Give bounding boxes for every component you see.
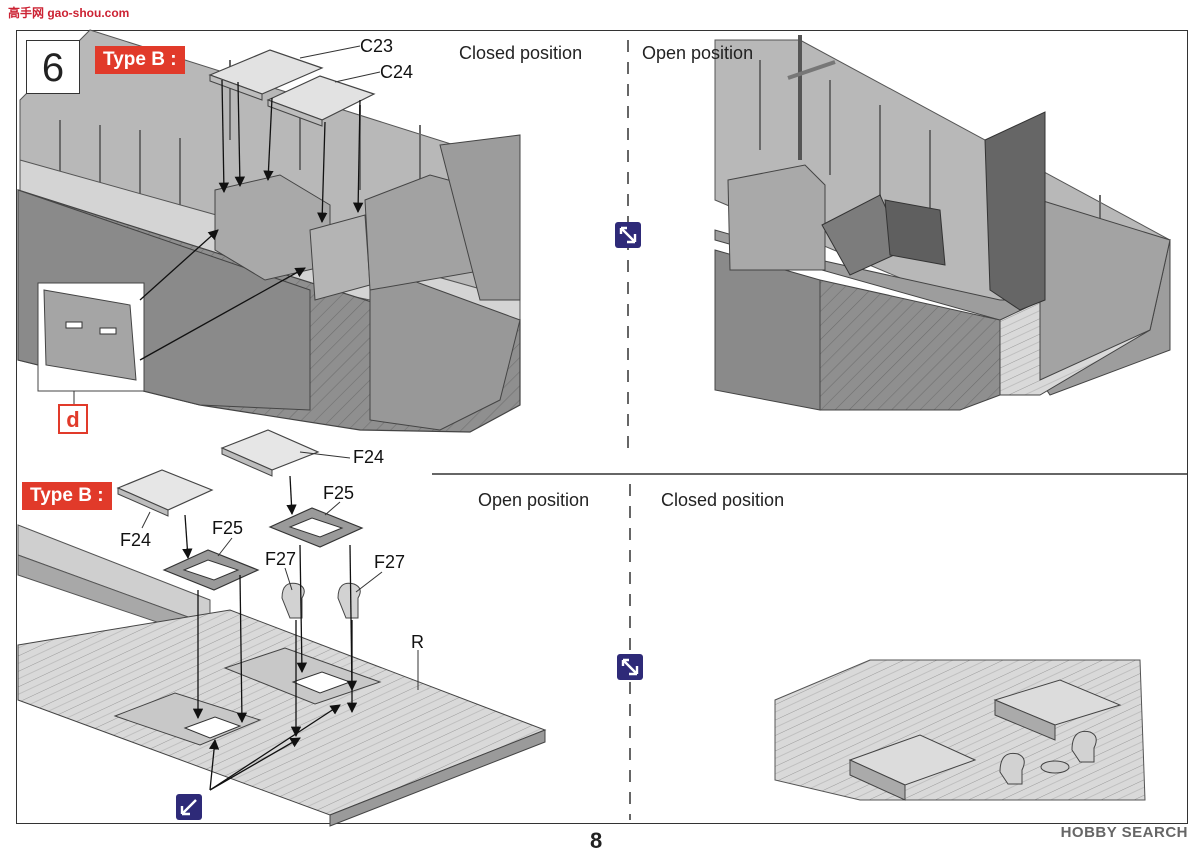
- assembly-arrows-lower: [182, 475, 358, 791]
- upper-right-state-label: Open position: [642, 43, 754, 63]
- part-f24-right: [220, 429, 320, 477]
- page-number: 8: [590, 828, 603, 853]
- deck-lower-right: [774, 659, 1146, 801]
- underside-arrow-icon: [176, 794, 202, 820]
- part-label-c24: C24: [380, 62, 414, 82]
- callout-d: d: [58, 404, 88, 434]
- flip-arrow-icon: [617, 654, 643, 680]
- part-label-f24-right: F24: [353, 447, 385, 467]
- lower-right-state-label: Closed position: [661, 490, 785, 510]
- part-label-r: R: [411, 632, 424, 652]
- part-f27-left: [281, 582, 305, 619]
- deck-lower-left: [17, 524, 547, 827]
- part-label-f24-left: F24: [120, 530, 152, 550]
- hobby-search-watermark: HOBBY SEARCH: [1060, 824, 1188, 841]
- part-label-f27-left: F27: [265, 549, 297, 569]
- assembly-arrows-upper: [139, 79, 364, 361]
- site-watermark: 高手网 gao-shou.com: [8, 6, 130, 20]
- part-c24-plate: [266, 75, 376, 127]
- flip-arrow-icon: [615, 222, 641, 248]
- upper-left-state-label: Closed position: [459, 43, 583, 63]
- part-label-f25-right: F25: [323, 483, 355, 503]
- part-label-f27-right: F27: [374, 552, 406, 572]
- part-label-c23: C23: [360, 36, 394, 56]
- part-d-plate: [37, 282, 145, 392]
- part-f25-left: [162, 549, 260, 591]
- lower-left-state-label: Open position: [478, 490, 590, 510]
- part-label-f25-left: F25: [212, 518, 244, 538]
- hull-upper-right: [714, 35, 1171, 411]
- step-number: 6: [26, 40, 80, 94]
- type-b-tag-upper: Type B :: [95, 46, 185, 74]
- part-f24-left: [116, 469, 214, 517]
- part-f27-right: [337, 582, 361, 619]
- part-f25-right: [268, 507, 364, 548]
- instruction-frame: [16, 30, 1188, 824]
- type-b-tag-lower: Type B :: [22, 482, 112, 510]
